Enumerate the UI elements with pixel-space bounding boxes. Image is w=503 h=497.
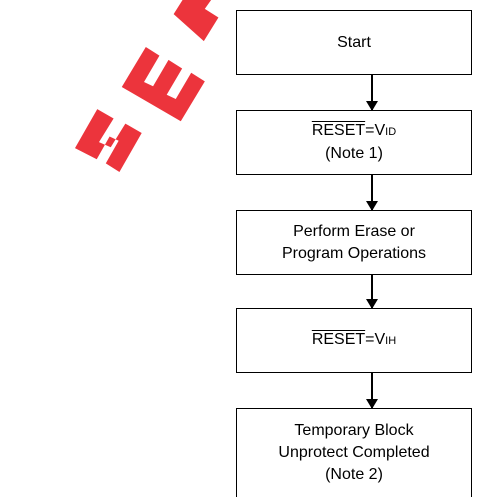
- arrow-4: [366, 373, 378, 409]
- vih-subscript: IH: [385, 335, 397, 347]
- note-1: (Note 1): [325, 145, 383, 162]
- vid-subscript: ID: [385, 126, 397, 138]
- reset-vih-line: RESET=VIH: [312, 329, 396, 352]
- reset-vih-box: RESET=VIH: [236, 308, 472, 373]
- completed-box: Temporary Block Unprotect Completed (Not…: [236, 408, 472, 497]
- reset-signal-2: RESET: [311, 331, 366, 348]
- start-box: Start: [236, 10, 472, 75]
- arrow-1: [366, 75, 378, 111]
- completed-line2: Unprotect Completed: [278, 444, 430, 461]
- arrow-3: [366, 275, 378, 309]
- arrow-2: [366, 175, 378, 211]
- reset-signal: RESET: [311, 122, 366, 139]
- erase-program-box: Perform Erase or Program Operations: [236, 210, 472, 275]
- completed-line1: Temporary Block: [294, 422, 414, 439]
- note-2: (Note 2): [325, 466, 383, 483]
- equals-v-2: =V: [365, 331, 386, 348]
- reset-vid-line: RESET=VID: [312, 120, 396, 143]
- erase-program-line2: Program Operations: [281, 244, 427, 262]
- equals-v: =V: [365, 122, 386, 139]
- reset-vid-box: RESET=VID (Note 1): [236, 110, 472, 175]
- start-label: Start: [337, 33, 371, 51]
- erase-program-line1: Perform Erase or: [293, 222, 415, 240]
